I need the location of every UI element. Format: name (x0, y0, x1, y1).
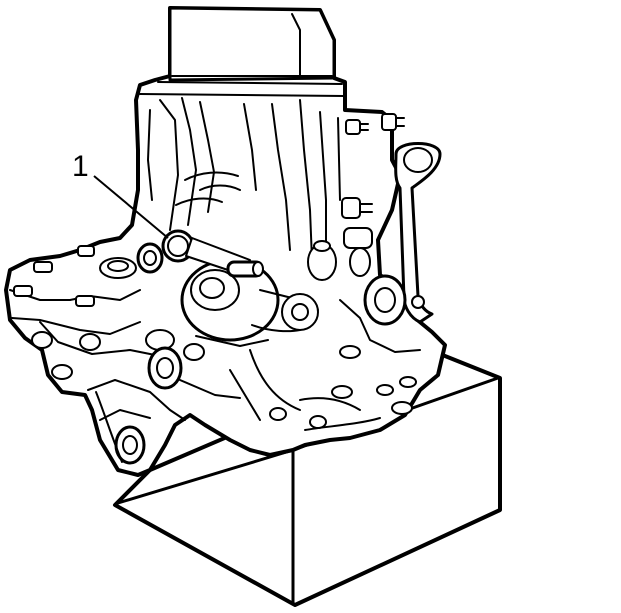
callout-1: 1 (72, 150, 169, 239)
part-1-seal-plug (161, 229, 264, 278)
callout-1-leader-line (93, 175, 169, 239)
callout-1-label: 1 (72, 150, 89, 183)
gearbox-housing (4, 6, 447, 477)
